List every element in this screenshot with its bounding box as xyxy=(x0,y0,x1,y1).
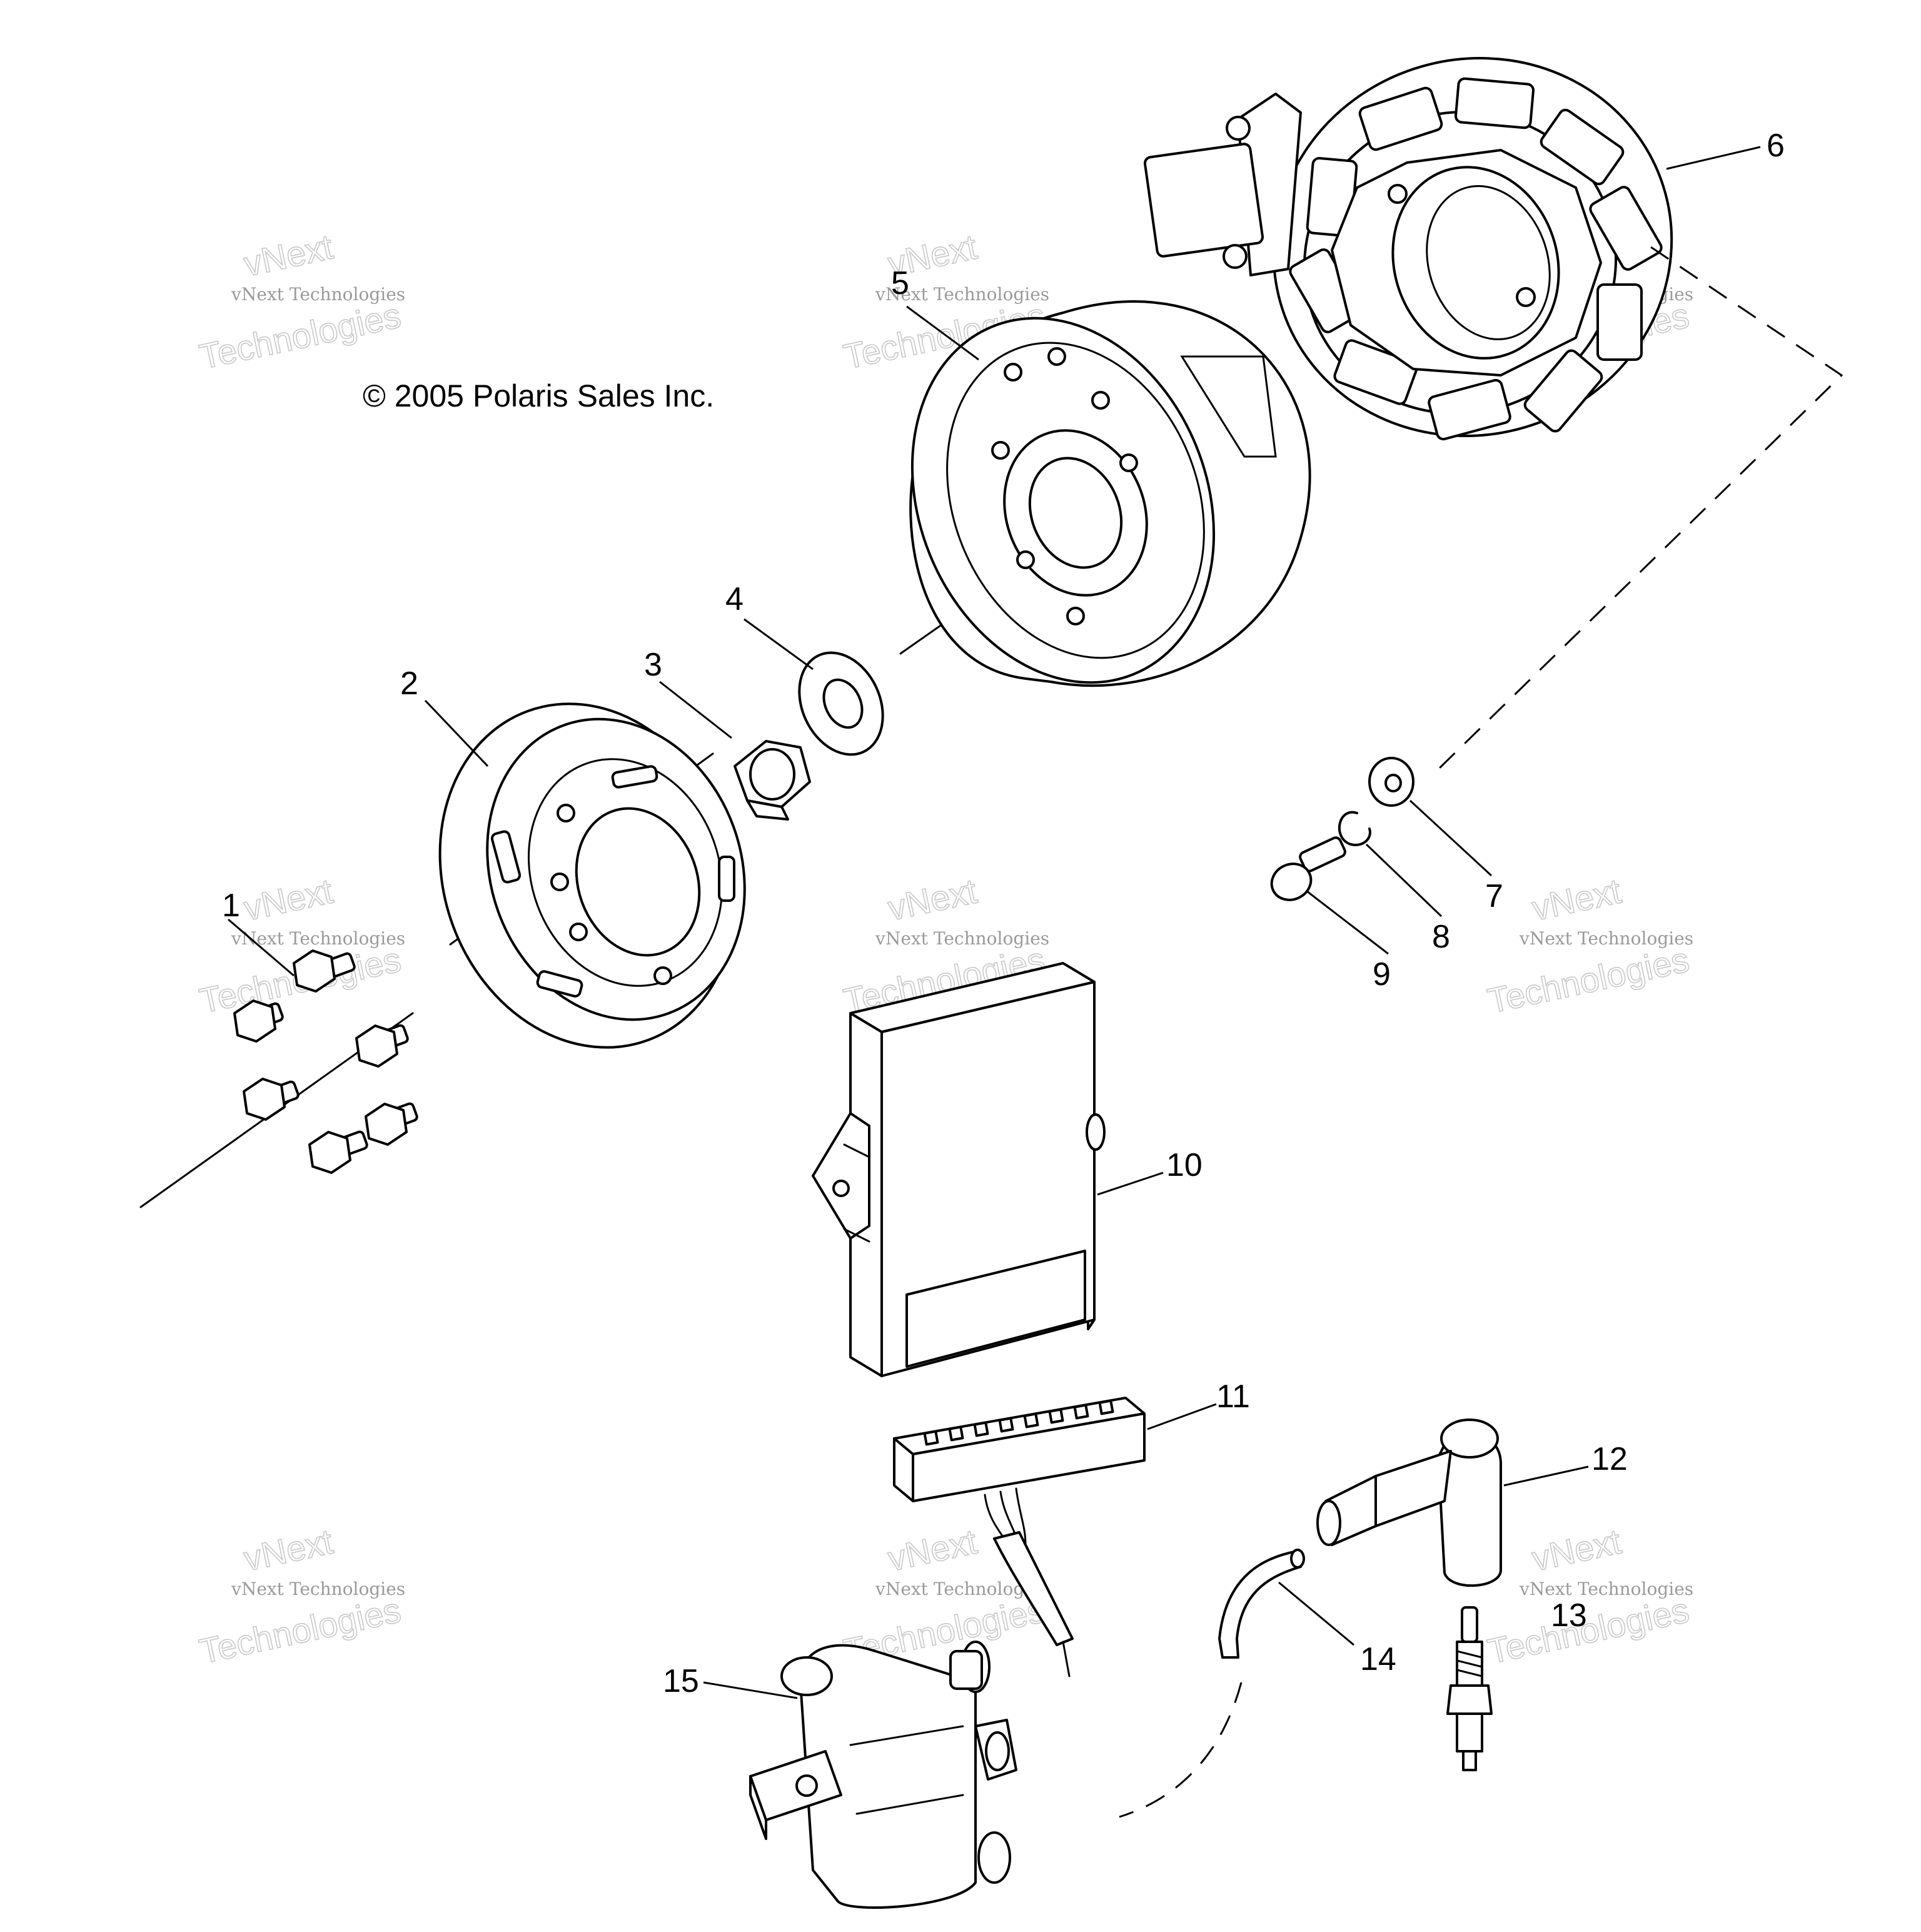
watermark-text-b: Technologies xyxy=(196,295,405,377)
nut[interactable] xyxy=(734,740,811,821)
washer[interactable] xyxy=(784,639,899,768)
callout-5: 5 xyxy=(891,265,909,301)
callout-numbers: 1 2 3 4 5 6 7 8 9 10 11 12 13 14 15 xyxy=(222,128,1785,1699)
leader-4 xyxy=(744,618,814,670)
watermark-text-main: vNext Technologies xyxy=(231,1579,405,1599)
connector-pins xyxy=(923,1399,1114,1446)
bolt xyxy=(365,1102,418,1146)
watermark-text-a: vNext xyxy=(884,871,981,928)
watermark-text-a: vNext xyxy=(240,226,336,283)
leader-9 xyxy=(1306,890,1389,955)
stator-to-screw-dashline xyxy=(1437,246,1843,771)
watermark-text-a: vNext xyxy=(884,1521,981,1578)
callout-3: 3 xyxy=(644,647,662,683)
connector[interactable] xyxy=(893,1397,1146,1677)
watermark-text-a: vNext xyxy=(1528,1521,1625,1578)
callout-2: 2 xyxy=(400,665,418,702)
watermark-text-main: vNext Technologies xyxy=(231,284,405,305)
callout-7: 7 xyxy=(1485,878,1503,914)
bolt xyxy=(293,949,356,993)
leader-1 xyxy=(228,918,295,977)
cdi-box[interactable] xyxy=(812,962,1106,1377)
bolt xyxy=(233,999,284,1043)
flywheel-bolt-holes xyxy=(991,347,1138,625)
flywheel[interactable] xyxy=(859,273,1311,729)
callout-10: 10 xyxy=(1166,1147,1203,1183)
callout-14: 14 xyxy=(1360,1641,1396,1677)
spark-plug[interactable] xyxy=(1446,1606,1493,1771)
watermark-7: vNext vNext Technologies Technologies xyxy=(196,1521,405,1672)
pulley-slots xyxy=(490,765,735,998)
leader-7 xyxy=(1409,799,1493,877)
bolt xyxy=(243,1078,300,1121)
watermark-1: vNext vNext Technologies Technologies xyxy=(196,226,405,377)
watermark-text-b: Technologies xyxy=(196,1590,405,1671)
leader-2 xyxy=(424,699,489,767)
callout-1: 1 xyxy=(222,888,240,924)
starter-pulley[interactable] xyxy=(393,662,786,1090)
watermark-text-a: vNext xyxy=(240,1521,336,1578)
screw[interactable] xyxy=(1266,836,1346,906)
leader-8 xyxy=(1365,843,1443,918)
watermark-9: vNext vNext Technologies Technologies xyxy=(1484,1521,1693,1672)
leader-11 xyxy=(1147,1403,1217,1430)
watermark-text-b: Technologies xyxy=(1485,1590,1693,1671)
flat-washer[interactable] xyxy=(1368,757,1414,807)
wire-to-coil-dashline xyxy=(1119,1682,1243,1818)
leader-14 xyxy=(1278,1581,1354,1646)
watermark-text-main: vNext Technologies xyxy=(1519,1579,1693,1599)
leader-5 xyxy=(906,305,979,361)
leader-12 xyxy=(1503,1465,1589,1487)
callout-4: 4 xyxy=(725,581,744,617)
leader-15 xyxy=(703,1681,798,1699)
leader-10 xyxy=(1097,1171,1164,1196)
spark-plug-cap[interactable] xyxy=(1316,1419,1502,1587)
callout-9: 9 xyxy=(1373,956,1391,993)
bolt xyxy=(308,1130,368,1174)
leader-lines xyxy=(228,146,1761,1699)
lock-washer[interactable] xyxy=(1338,811,1371,846)
stator[interactable] xyxy=(1143,7,1721,487)
callout-13: 13 xyxy=(1551,1597,1587,1634)
leader-3 xyxy=(659,680,732,739)
callout-15: 15 xyxy=(663,1663,699,1699)
ignition-coil[interactable] xyxy=(749,1641,1017,1909)
stator-pickup xyxy=(1143,93,1302,276)
watermark-text-a: vNext xyxy=(240,871,336,928)
copyright-text: © 2005 Polaris Sales Inc. xyxy=(363,378,714,413)
callout-6: 6 xyxy=(1767,128,1785,164)
watermark-text-main: vNext Technologies xyxy=(875,928,1049,949)
watermark-6: vNext vNext Technologies Technologies xyxy=(1484,871,1693,1021)
pulley-holes xyxy=(550,804,672,985)
watermark-text-a: vNext xyxy=(1528,871,1625,928)
watermark-text-b: Technologies xyxy=(1485,939,1693,1021)
flange-bolts[interactable] xyxy=(233,949,418,1174)
watermark-text-main: vNext Technologies xyxy=(875,284,1049,305)
callout-11: 11 xyxy=(1216,1378,1250,1415)
leader-6 xyxy=(1666,146,1761,170)
callout-12: 12 xyxy=(1591,1441,1628,1477)
bolt xyxy=(355,1024,409,1068)
watermark-text-main: vNext Technologies xyxy=(1519,928,1693,949)
stator-poles xyxy=(1289,77,1663,441)
callout-8: 8 xyxy=(1432,919,1450,955)
ignition-wire[interactable] xyxy=(1218,1549,1305,1659)
